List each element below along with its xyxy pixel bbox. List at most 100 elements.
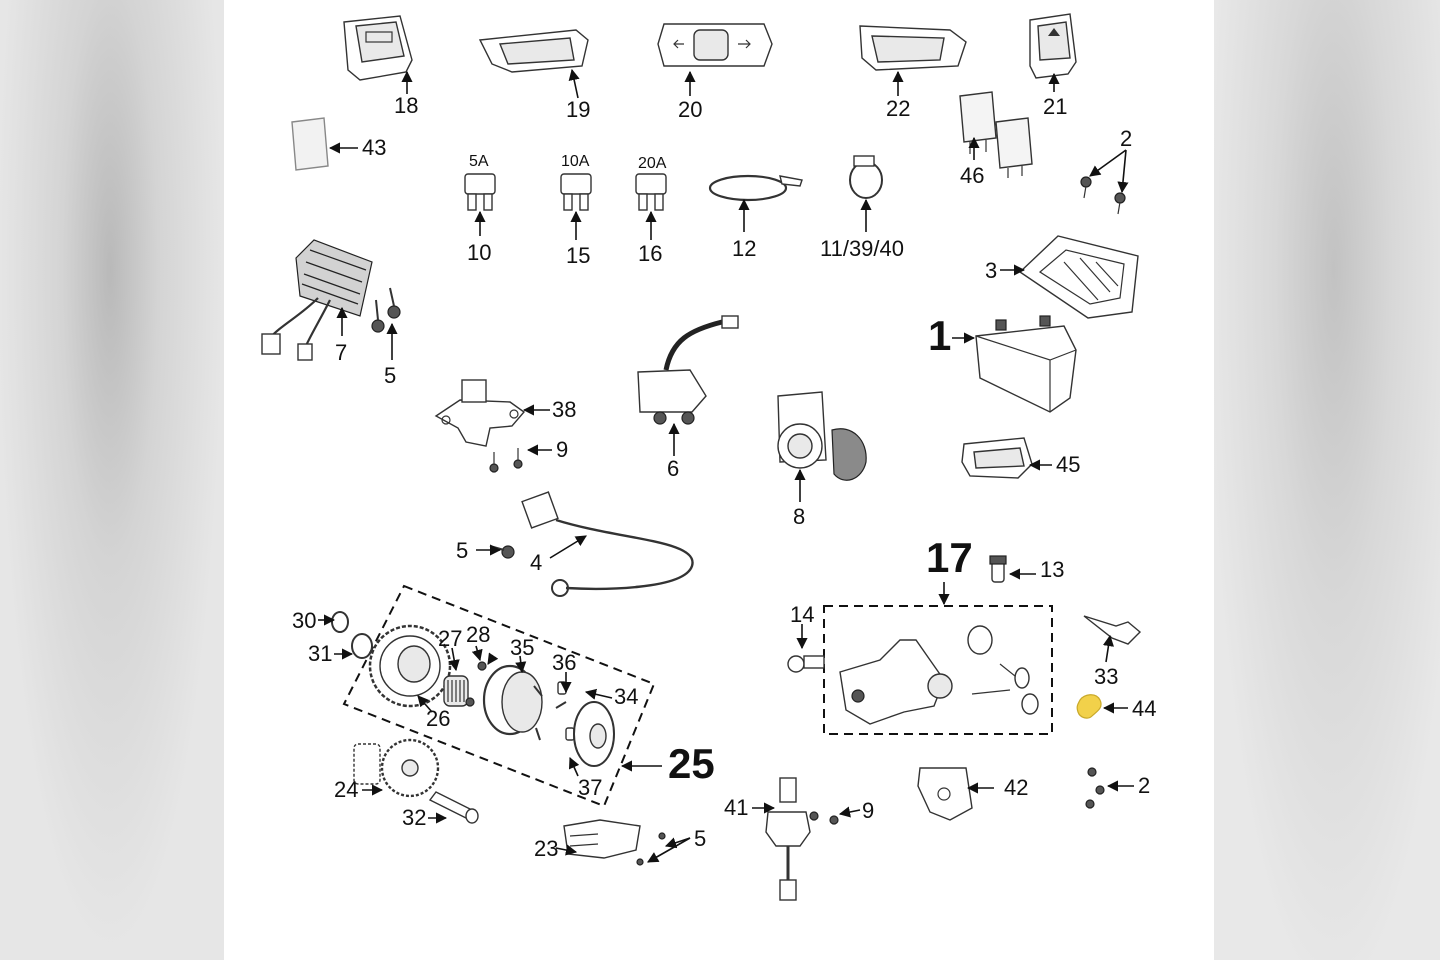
callout-13: 13 <box>1040 557 1064 582</box>
callout-16: 16 <box>638 241 662 266</box>
part-35-clutch-housing <box>482 664 543 736</box>
part-2-screws-top <box>1080 176 1126 215</box>
callout-14: 14 <box>790 602 814 627</box>
callout-2-top: 2 <box>1120 126 1132 151</box>
part-33-key-blank <box>1083 615 1142 645</box>
callout-34: 34 <box>614 684 638 709</box>
part-11-hose-clamp <box>849 155 883 199</box>
part-16-fuse <box>635 173 667 211</box>
callout-5-b: 5 <box>456 538 468 563</box>
fuse-rating-20a: 20A <box>638 155 667 172</box>
part-37-plate <box>573 701 615 767</box>
callout-21: 21 <box>1043 94 1067 119</box>
part-41-stand-switch <box>765 777 811 901</box>
callout-41: 41 <box>724 795 748 820</box>
callout-19: 19 <box>566 97 590 122</box>
callout-10: 10 <box>467 240 491 265</box>
part-13-screw <box>989 555 1007 583</box>
callout-23: 23 <box>534 836 558 861</box>
callout-24: 24 <box>334 777 358 802</box>
kit-17-outline <box>823 605 1053 735</box>
part-23-starter-motor <box>563 819 641 859</box>
part-18-switch-housing <box>343 15 413 81</box>
part-28-bolts <box>465 661 487 707</box>
callout-5-c: 5 <box>694 826 706 851</box>
fuse-rating-5a: 5A <box>469 153 489 170</box>
callout-38: 38 <box>552 397 576 422</box>
part-5-bolt-cable <box>489 545 515 559</box>
callout-3: 3 <box>985 258 997 283</box>
right-margin <box>1214 0 1440 960</box>
part-1-battery <box>975 315 1077 413</box>
callout-43: 43 <box>362 135 386 160</box>
callout-31: 31 <box>308 641 332 666</box>
callout-9-b: 9 <box>862 798 874 823</box>
part-9-screws-switch <box>809 811 839 825</box>
part-32-shaft <box>428 791 479 824</box>
callout-30: 30 <box>292 608 316 633</box>
left-margin <box>0 0 224 960</box>
part-30-circlip <box>331 611 349 633</box>
callout-33: 33 <box>1094 664 1118 689</box>
callout-7: 7 <box>335 340 347 365</box>
callout-37: 37 <box>578 775 602 800</box>
part-27-needle-bearing <box>443 675 469 707</box>
callout-12: 12 <box>732 236 756 261</box>
part-3-battery-tray <box>1018 235 1139 319</box>
part-14-bolt <box>787 655 825 673</box>
callout-35: 35 <box>510 635 534 660</box>
callout-22: 22 <box>886 96 910 121</box>
part-5-bolts-regulator <box>371 287 401 333</box>
callout-44: 44 <box>1132 696 1156 721</box>
callout-36: 36 <box>552 650 576 675</box>
callout-1: 1 <box>928 312 951 359</box>
callout-27: 27 <box>438 626 462 651</box>
callout-5-a: 5 <box>384 363 396 388</box>
part-42-bracket <box>917 767 973 821</box>
callout-8: 8 <box>793 504 805 529</box>
part-38-sensor <box>434 379 526 447</box>
part-15-fuse <box>560 173 592 211</box>
callout-4: 4 <box>530 550 542 575</box>
callout-15: 15 <box>566 243 590 268</box>
part-24-idler-gear <box>353 738 440 798</box>
parts-diagram-sheet: 18 19 20 22 21 43 5A 10A 20A 10 <box>224 0 1214 960</box>
callout-9-a: 9 <box>556 437 568 462</box>
callout-20: 20 <box>678 97 702 122</box>
callout-17: 17 <box>926 534 973 581</box>
part-43-relay <box>291 117 329 171</box>
part-8-power-socket <box>777 391 867 481</box>
fuse-rating-10a: 10A <box>561 153 590 170</box>
part-10-fuse <box>464 173 496 211</box>
part-starter-gear <box>368 624 452 708</box>
callout-26: 26 <box>426 706 450 731</box>
part-19-switch-left <box>478 29 589 73</box>
callout-28: 28 <box>466 622 490 647</box>
part-22-switch-right <box>859 25 967 71</box>
callout-46: 46 <box>960 163 984 188</box>
callout-42: 42 <box>1004 775 1028 800</box>
part-45-cover <box>961 437 1033 479</box>
callout-2-bottom: 2 <box>1138 773 1150 798</box>
part-44-lion-badge <box>1076 694 1102 719</box>
callout-6: 6 <box>667 456 679 481</box>
part-7-regulator <box>261 239 373 361</box>
part-36-rollers-springs <box>533 681 575 741</box>
part-31-washer <box>351 633 373 659</box>
callout-45: 45 <box>1056 452 1080 477</box>
part-5-screws-starter <box>636 832 666 866</box>
part-6-ignition-coil <box>637 315 739 425</box>
callout-18: 18 <box>394 93 418 118</box>
part-2-screws-bottom <box>1085 767 1105 809</box>
part-21-switch-housing <box>1029 13 1077 79</box>
part-9-screws-sensor <box>489 448 523 473</box>
callout-11-39-40: 11/39/40 <box>820 236 904 261</box>
kit-25-outline <box>342 584 656 808</box>
exploded-parts-diagram: 18 19 20 22 21 43 5A 10A 20A 10 <box>261 13 1156 901</box>
part-20-indicator-switch <box>657 23 773 67</box>
part-4-ground-cable <box>521 491 694 597</box>
callout-32: 32 <box>402 805 426 830</box>
part-17-ignition-lock <box>839 625 1039 725</box>
part-12-cable-tie <box>708 174 803 202</box>
callout-25: 25 <box>668 740 715 787</box>
